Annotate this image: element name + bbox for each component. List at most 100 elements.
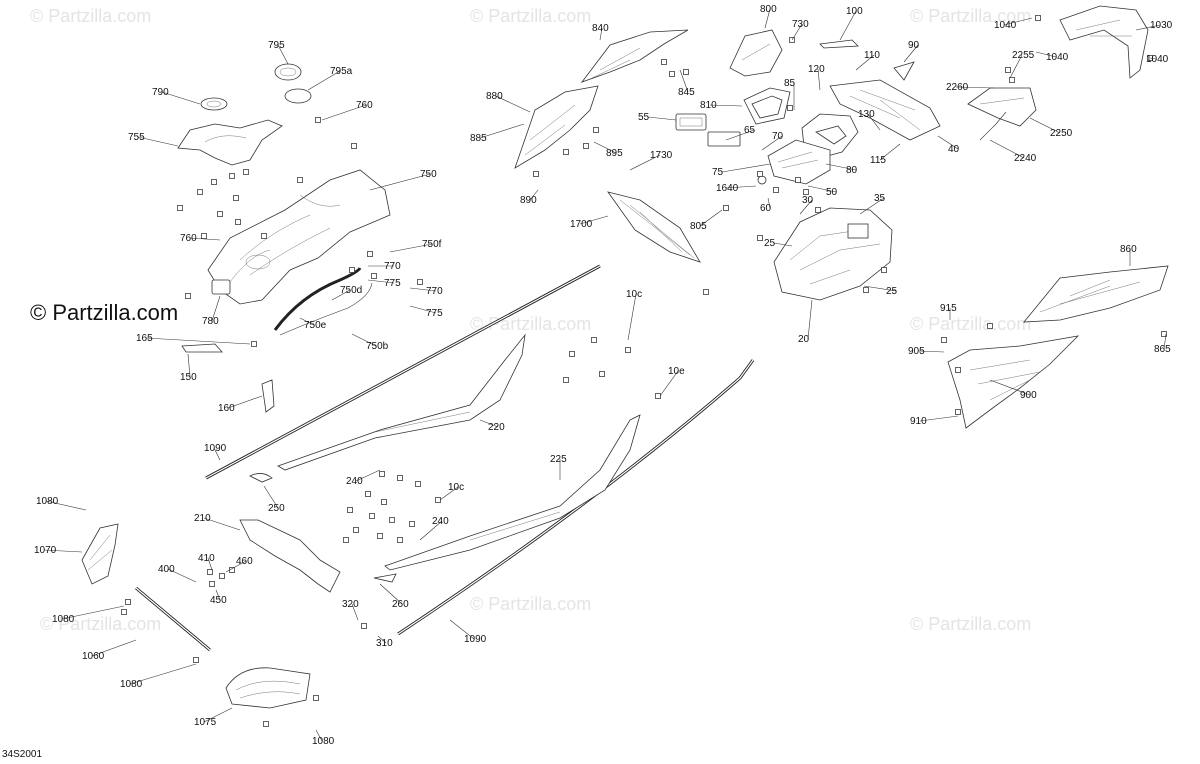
callout-label: 750d	[340, 285, 362, 296]
fastener-clip	[201, 233, 207, 239]
fastener-clip	[233, 195, 239, 201]
fastener-clip	[343, 537, 349, 543]
leader-line	[825, 163, 857, 171]
callout-label: 10e	[668, 366, 685, 377]
leader-line	[389, 243, 433, 253]
part-rub-rail-1090-upper	[205, 264, 601, 480]
part-handle-160	[261, 379, 275, 413]
leader-line	[839, 10, 857, 41]
leader-line	[419, 520, 443, 541]
leader-line	[679, 69, 689, 93]
callout-label: 2250	[1050, 128, 1073, 139]
callout-label: 240	[432, 516, 449, 527]
watermark-text: © Partzilla.com	[910, 614, 1031, 634]
callout-label: 1080	[52, 614, 75, 625]
fastener-clip	[207, 569, 213, 575]
callout-label: 100	[846, 6, 863, 17]
callout-label: 40	[948, 144, 960, 155]
callout-label: 910	[910, 416, 927, 427]
callout-label: 2240	[1014, 153, 1037, 164]
fastener-clip	[1161, 331, 1167, 337]
fastener-clip	[683, 69, 689, 75]
fastener-clip	[263, 721, 269, 727]
callout-label: 30	[802, 195, 814, 206]
fastener-clip	[121, 609, 127, 615]
leader-line	[351, 333, 377, 347]
leader-line	[277, 44, 289, 65]
part-panel-900	[947, 335, 1080, 429]
callout-label: 240	[346, 476, 363, 487]
leader-line	[215, 589, 221, 601]
fastener-clip	[347, 507, 353, 513]
leader-line	[627, 293, 637, 341]
callout-label: 1040	[1146, 54, 1169, 65]
leader-line	[479, 419, 499, 428]
fastener-clip	[349, 267, 355, 273]
leader-line	[161, 91, 201, 105]
part-strap-2240	[979, 111, 1007, 141]
part-lid-800	[729, 29, 783, 77]
part-bracket-150	[181, 343, 223, 353]
fastener-clip	[773, 187, 779, 193]
leader-line	[767, 197, 771, 209]
part-display-55	[675, 113, 707, 131]
leader-line	[867, 113, 881, 131]
callout-label: 1080	[312, 736, 335, 747]
fastener-clip	[197, 189, 203, 195]
callout-label: 795a	[330, 66, 353, 77]
leader-line	[307, 70, 341, 91]
watermark-text: © Partzilla.com	[470, 6, 591, 26]
leader-line	[917, 350, 945, 353]
leader-line	[495, 95, 531, 113]
fastener-clip	[881, 267, 887, 273]
part-panel-840	[580, 29, 689, 83]
part-seal-750b	[273, 267, 373, 336]
fastener-clip	[415, 481, 421, 487]
part-trim-220	[277, 333, 526, 471]
leader-line	[1009, 54, 1023, 79]
callout-label: 885	[470, 133, 487, 144]
callout-label: 1730	[650, 150, 673, 161]
callout-label: 770	[384, 261, 401, 272]
part-cap-1640	[757, 175, 767, 185]
callout-label: 1075	[194, 717, 217, 728]
leader-line	[43, 549, 83, 553]
watermark-text: © Partzilla.com	[470, 314, 591, 334]
fastener-clip	[787, 105, 793, 111]
leader-line	[699, 209, 723, 227]
callout-label: 1070	[34, 545, 57, 556]
part-grille-1700	[607, 191, 701, 263]
callout-label: 760	[180, 233, 197, 244]
callout-label: 400	[158, 564, 175, 575]
callout-label: 25	[886, 286, 898, 297]
callout-label: 2260	[946, 82, 969, 93]
leader-line	[145, 337, 251, 345]
callout-labels: 795795a790760755750750f770775770775750d7…	[34, 4, 1173, 747]
callout-label: 110	[864, 50, 880, 61]
callout-label: 900	[1020, 390, 1037, 401]
leader-line	[439, 486, 459, 501]
leader-line	[449, 619, 475, 640]
fastener-clip	[593, 127, 599, 133]
leader-line	[863, 285, 897, 292]
callout-label: 895	[606, 148, 623, 159]
leader-line	[187, 353, 191, 378]
fastener-clip	[703, 289, 709, 295]
fastener-clip	[599, 371, 605, 377]
fastener-clip	[217, 211, 223, 217]
part-cup-110	[893, 61, 915, 81]
callout-label: 50	[826, 187, 838, 198]
leader-line	[937, 135, 959, 150]
callout-label: 1700	[570, 219, 593, 230]
callout-label: 20	[798, 334, 810, 345]
fastener-clip	[1009, 77, 1015, 83]
callout-label: 90	[908, 40, 920, 51]
leader-line	[137, 136, 179, 147]
leader-line	[955, 86, 995, 89]
part-trim-225	[384, 414, 641, 571]
leader-line	[1029, 117, 1061, 134]
leader-line	[299, 317, 315, 326]
callout-label: 450	[210, 595, 227, 606]
leader-line	[989, 379, 1031, 396]
